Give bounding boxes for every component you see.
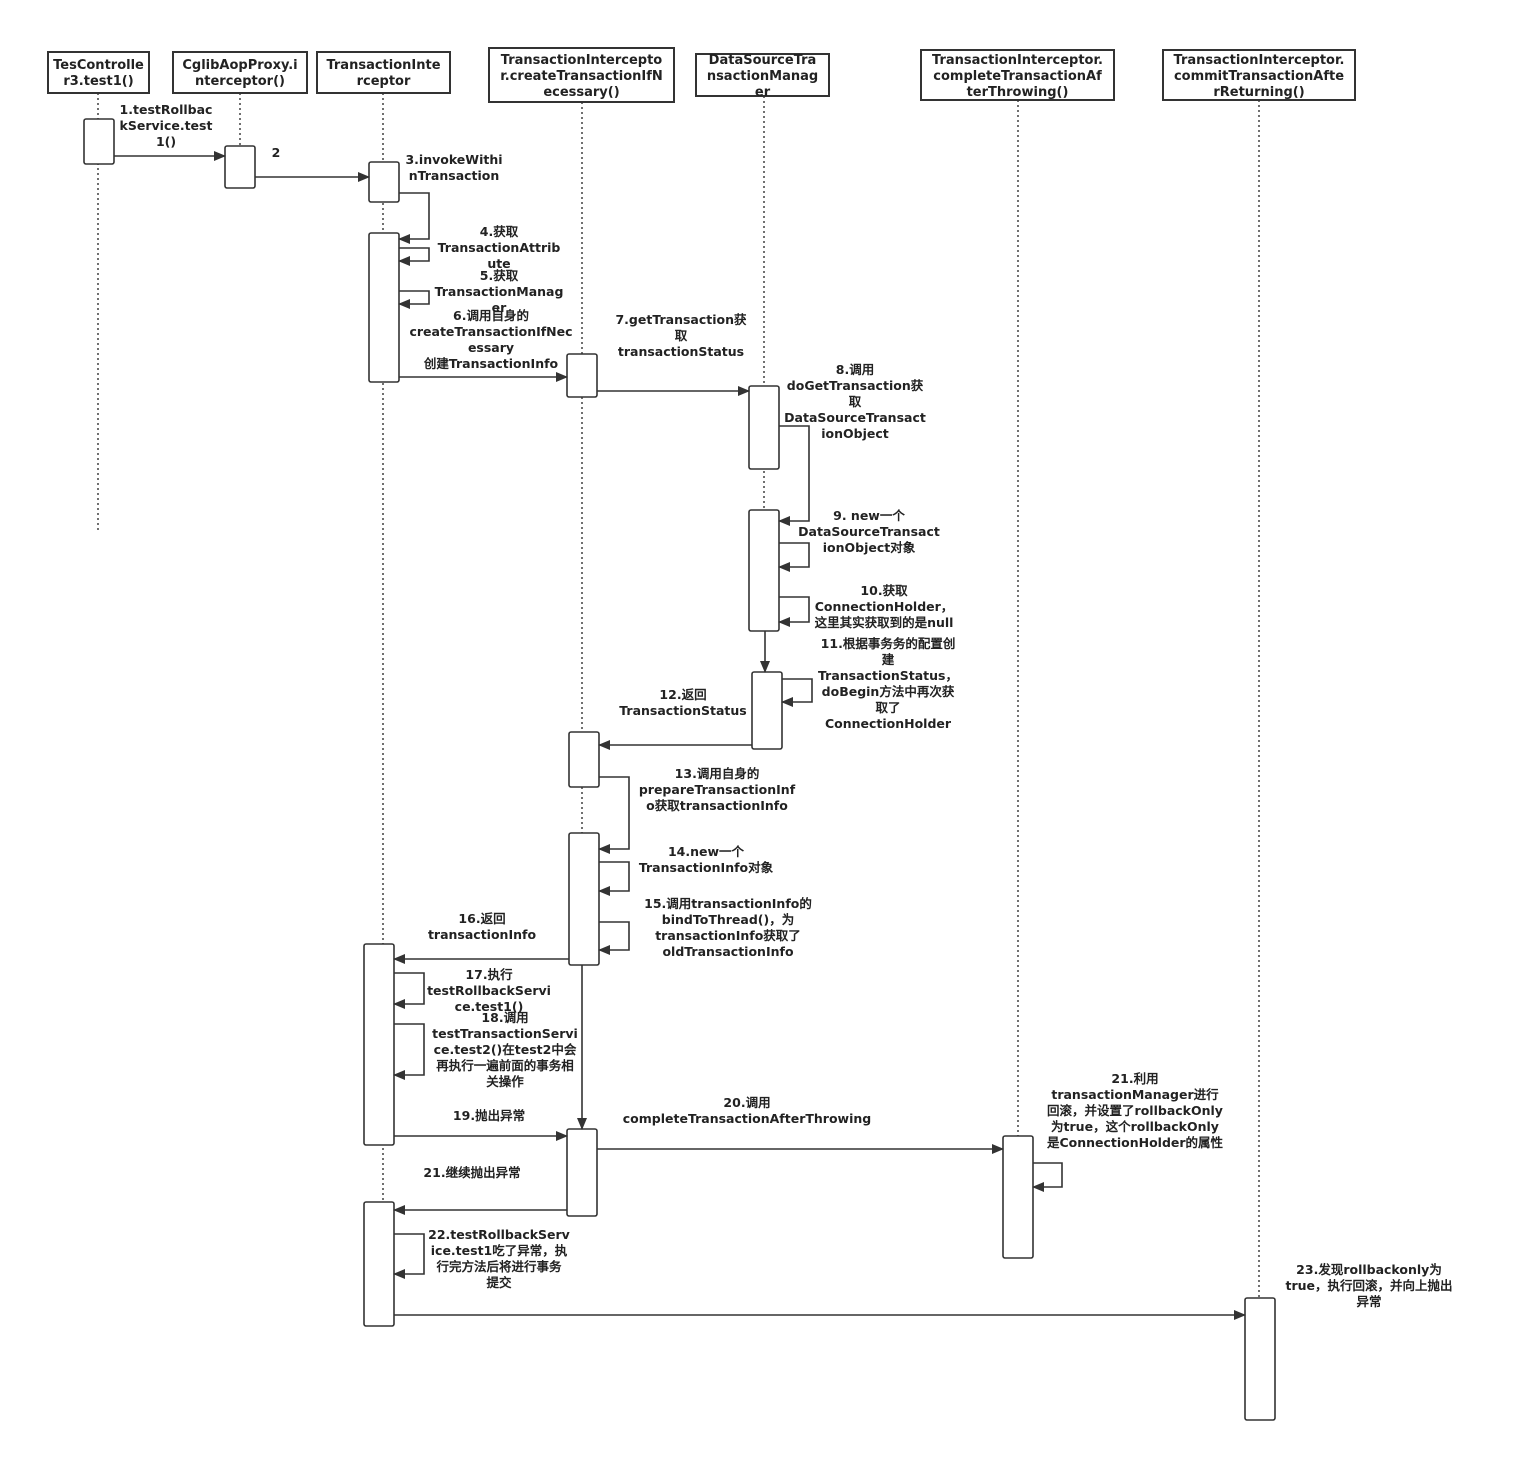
- activation-bar: [1244, 1297, 1276, 1421]
- message-arrow-3: [398, 192, 430, 244]
- message-arrow-9: [778, 542, 810, 572]
- activation-bar: [566, 1128, 598, 1217]
- activation-bar: [83, 118, 115, 165]
- activation-bar: [751, 671, 783, 750]
- participant-complete-transaction-after-throwing: TransactionInterceptor.completeTransacti…: [920, 49, 1115, 101]
- svg-text:TransactionInterceptor.commitT: TransactionInterceptor.commitTransaction…: [1174, 53, 1345, 100]
- message-label-19: 19.抛出异常: [453, 1108, 525, 1123]
- activation-bar: [568, 832, 600, 966]
- participant-commit-transaction-after-returning: TransactionInterceptor.commitTransaction…: [1162, 49, 1356, 101]
- messages: [114, 151, 1246, 1320]
- message-arrow-15: [598, 921, 630, 955]
- activation-bar: [1002, 1135, 1034, 1259]
- message-arrow-8: [778, 425, 810, 526]
- activation-bar: [368, 232, 400, 383]
- message-arrow-14: [598, 861, 630, 896]
- activation-bar: [566, 353, 598, 398]
- activations: [83, 118, 1276, 1421]
- svg-text:TransactionInterceptor.complet: TransactionInterceptor.completeTransacti…: [932, 53, 1103, 100]
- activation-bar: [568, 731, 600, 788]
- message-label-21b: 21.继续抛出异常: [423, 1165, 520, 1180]
- activation-bar: [748, 509, 780, 632]
- message-arrow-17: [393, 972, 425, 1009]
- activation-bar: [363, 943, 395, 1146]
- svg-text:TransactionInterceptor.createT: TransactionInterceptor.createTransaction…: [500, 53, 663, 100]
- message-arrow-21a: [1032, 1162, 1063, 1192]
- message-arrow-4: [398, 247, 430, 266]
- message-arrow-13: [598, 776, 630, 854]
- message-label-2: 2: [272, 145, 281, 160]
- message-arrow-11: [781, 678, 813, 707]
- activation-bar: [363, 1201, 395, 1327]
- activation-bar: [368, 161, 400, 203]
- message-arrow-22: [393, 1233, 425, 1279]
- message-arrow-5: [398, 290, 430, 309]
- message-arrow-10: [778, 596, 810, 627]
- message-arrow-18: [393, 1023, 425, 1080]
- svg-text:TransactionInterceptor: TransactionInterceptor: [326, 58, 440, 89]
- activation-bar: [224, 145, 256, 189]
- activation-bar: [748, 385, 780, 470]
